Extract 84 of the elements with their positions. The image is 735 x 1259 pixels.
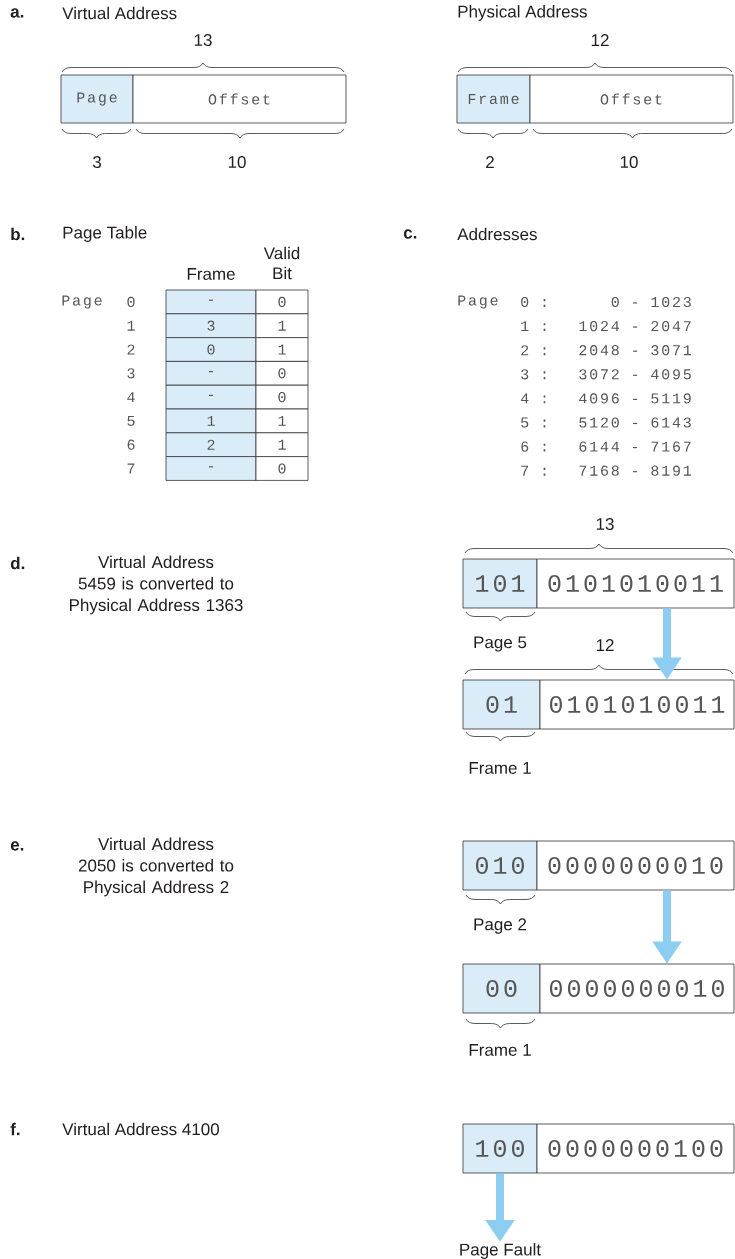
table-cell: 0 xyxy=(255,384,309,410)
offset-field: 0000000010 xyxy=(539,963,735,1014)
row-number: 2 xyxy=(127,344,135,355)
page-index: 6 : xyxy=(521,441,546,452)
row-label: Page xyxy=(458,295,498,309)
field-caption: Frame 1 xyxy=(469,762,531,774)
table-cell: 0 xyxy=(165,337,257,362)
address-range: 6144 - 7167 xyxy=(579,441,691,452)
page-field: Frame xyxy=(456,74,531,124)
offset-field: Offset xyxy=(529,74,734,124)
bit-count: 13 xyxy=(596,518,614,531)
field-caption: Page 2 xyxy=(474,918,527,934)
section-letter: c. xyxy=(403,229,417,239)
fault-label: Page Fault xyxy=(460,1243,541,1259)
heading: Virtual Address xyxy=(62,6,177,20)
table-cell: 1 xyxy=(255,337,309,362)
page-field: 00 xyxy=(462,963,541,1014)
table-cell: - xyxy=(165,456,257,481)
page-field: 101 xyxy=(462,558,538,609)
bit-count: 3 xyxy=(92,156,101,169)
description: Virtual Address 4100 xyxy=(62,1122,219,1136)
row-number: 5 xyxy=(127,415,135,426)
heading: Physical Address xyxy=(458,5,587,21)
section-letter: a. xyxy=(10,8,24,18)
table-cell: 1 xyxy=(255,313,309,338)
offset-field: 0000000100 xyxy=(536,1123,735,1174)
row-number: 4 xyxy=(127,392,135,403)
address-range: 5120 - 6143 xyxy=(579,417,691,428)
section-letter: e. xyxy=(10,841,24,851)
table-cell: - xyxy=(165,361,257,386)
field-caption: Frame 1 xyxy=(469,1044,531,1056)
offset-field: 0000000010 xyxy=(536,840,735,891)
description: Virtual Address 5459 is converted to Physical Address 1363 xyxy=(70,555,243,615)
row-number: 6 xyxy=(127,439,135,450)
table-cell: - xyxy=(165,384,257,410)
section-letter: f. xyxy=(10,1122,20,1136)
page-index: 1 : xyxy=(521,321,546,332)
table-cell: 3 xyxy=(165,313,257,338)
table-cell: 0 xyxy=(255,456,309,481)
address-range: 4096 - 5119 xyxy=(579,393,691,404)
column-header: Frame xyxy=(187,268,235,280)
offset-field: Offset xyxy=(132,74,347,124)
page-index: 3 : xyxy=(521,369,546,380)
row-number: 7 xyxy=(127,463,135,474)
heading: Addresses xyxy=(457,227,537,241)
table-cell: - xyxy=(165,289,257,315)
address-range: 2048 - 3071 xyxy=(579,345,692,356)
page-index: 4 : xyxy=(520,393,546,404)
row-number: 3 xyxy=(127,368,135,379)
bit-count: 12 xyxy=(591,34,609,46)
section-letter: b. xyxy=(11,227,25,241)
row-label: Page xyxy=(62,295,102,309)
heading: Page Table xyxy=(63,226,147,242)
page-index: 0 : xyxy=(521,296,546,308)
bit-count: 10 xyxy=(620,156,638,169)
page-field: 01 xyxy=(462,679,541,730)
bit-count: 2 xyxy=(486,156,494,168)
address-range: 0 - 1023 xyxy=(611,296,691,308)
description: Virtual Address 2050 is converted to Physical Address 2 xyxy=(78,837,234,897)
table-cell: 1 xyxy=(165,408,257,434)
row-number: 1 xyxy=(127,320,135,331)
bit-count: 13 xyxy=(194,34,212,47)
page-index: 5 : xyxy=(521,417,546,428)
address-range: 7168 - 8191 xyxy=(579,465,692,476)
offset-field: 0101010011 xyxy=(539,679,735,730)
table-cell: 1 xyxy=(255,408,309,434)
page-index: 7 : xyxy=(521,465,546,476)
address-range: 3072 - 4095 xyxy=(579,369,691,380)
bit-count: 12 xyxy=(596,639,614,651)
page-field: 100 xyxy=(462,1123,538,1174)
table-cell: 2 xyxy=(165,432,257,457)
page-index: 2 : xyxy=(521,345,546,356)
field-caption: Page 5 xyxy=(474,636,527,652)
column-header: Valid Bit xyxy=(263,246,300,280)
offset-field: 0101010011 xyxy=(536,558,735,609)
page-field: 010 xyxy=(462,840,538,891)
table-cell: 1 xyxy=(255,432,309,457)
table-cell: 0 xyxy=(255,289,309,315)
address-range: 1024 - 2047 xyxy=(579,321,691,332)
table-cell: 0 xyxy=(255,361,309,386)
section-letter: d. xyxy=(10,556,25,570)
page-field: Page xyxy=(60,74,134,124)
row-number: 0 xyxy=(127,296,135,307)
bit-count: 10 xyxy=(228,156,246,169)
